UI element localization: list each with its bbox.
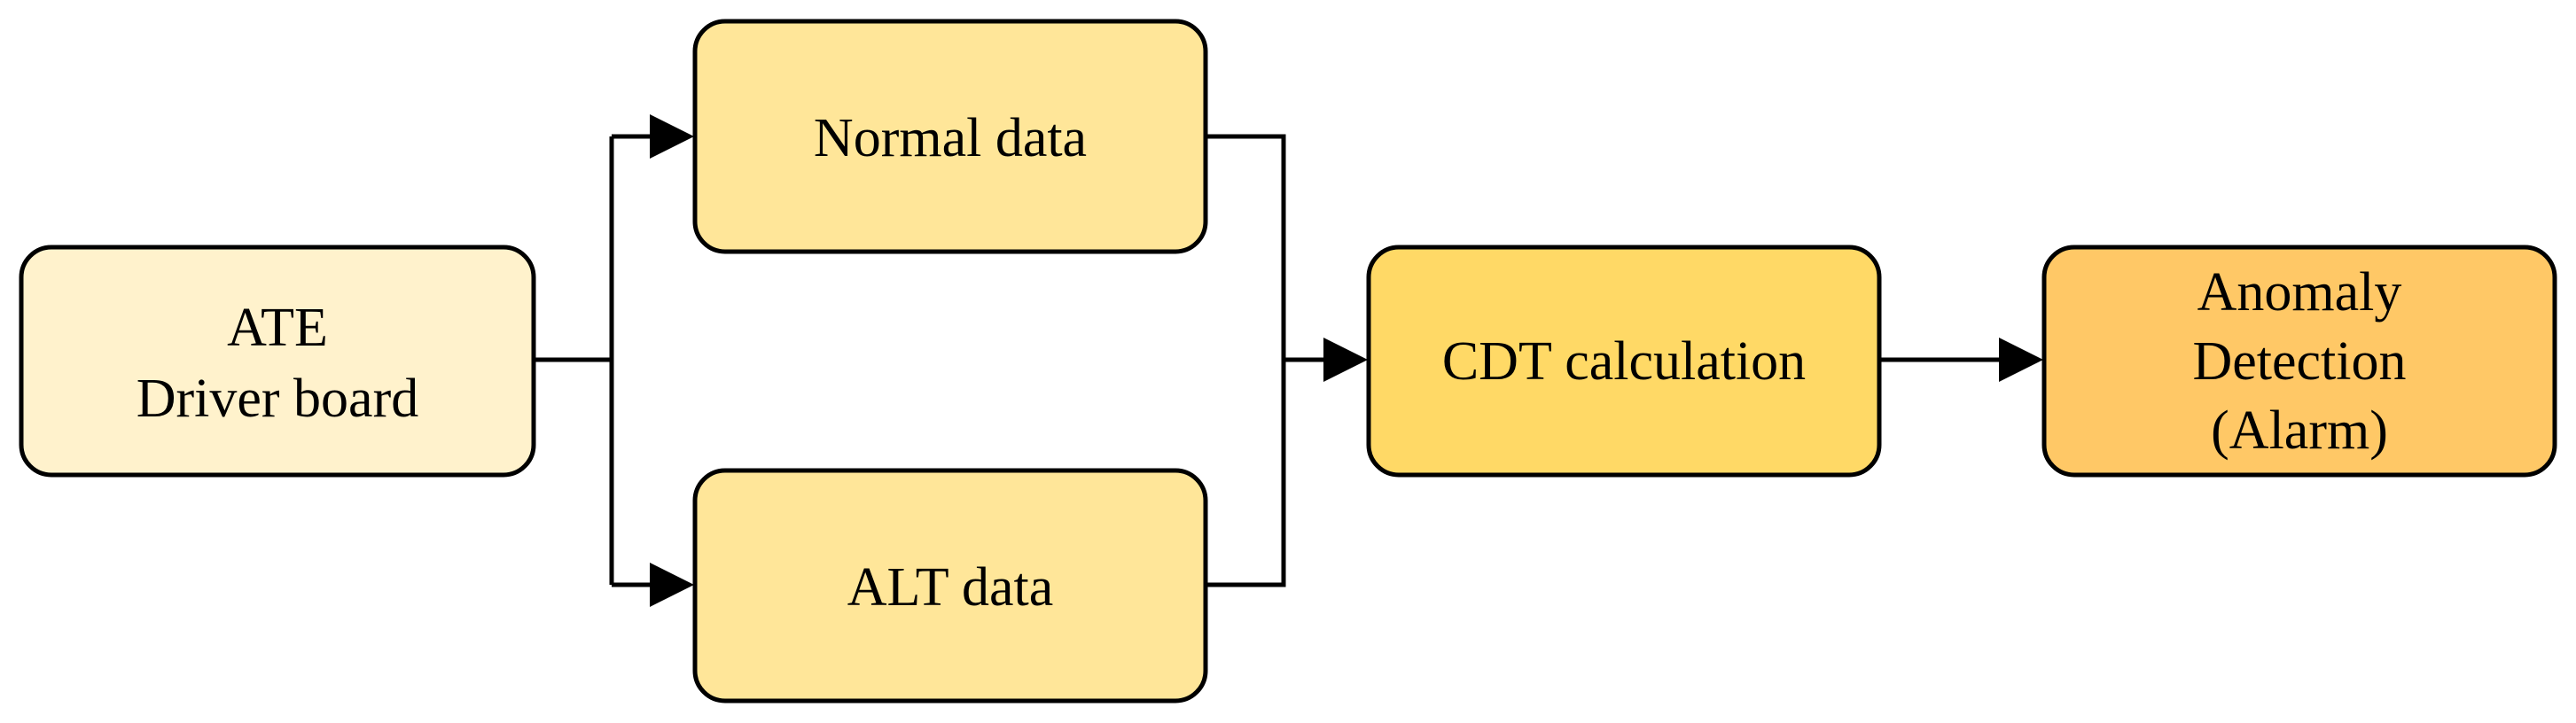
svg-text:Anomaly: Anomaly — [2197, 262, 2402, 323]
node-ate-line-2: Driver board — [137, 369, 418, 429]
node-anomaly-detection: Anomaly Detection (Alarm) — [2041, 245, 2557, 478]
connector-alt-merge — [1206, 360, 1286, 587]
node-ate-line-1: ATE — [227, 298, 328, 358]
node-normal-line-1: Normal data — [814, 108, 1087, 168]
svg-text:Detection: Detection — [2192, 331, 2406, 392]
node-anomaly-line-2: Detection — [2192, 331, 2406, 392]
connector-normal-merge — [1206, 134, 1286, 360]
node-ate-driver-board: ATE Driver board — [19, 245, 536, 478]
node-alt-line-1: ALT data — [847, 557, 1053, 618]
node-anomaly-line-1: Anomaly — [2197, 262, 2402, 323]
connectors — [534, 114, 2043, 607]
node-anomaly-line-3: (Alarm) — [2211, 400, 2388, 461]
node-normal-data: Normal data — [692, 19, 1208, 254]
svg-text:(Alarm): (Alarm) — [2211, 400, 2388, 461]
node-cdt-calculation: CDT calculation — [1366, 245, 1882, 478]
svg-text:CDT calculation: CDT calculation — [1442, 331, 1806, 392]
svg-text:ATE: ATE — [227, 298, 328, 358]
node-alt-data: ALT data — [692, 468, 1208, 704]
svg-text:ALT data: ALT data — [847, 557, 1053, 618]
svg-text:Driver board: Driver board — [137, 369, 418, 429]
node-cdt-line-1: CDT calculation — [1442, 331, 1806, 392]
svg-text:Normal data: Normal data — [814, 108, 1087, 168]
